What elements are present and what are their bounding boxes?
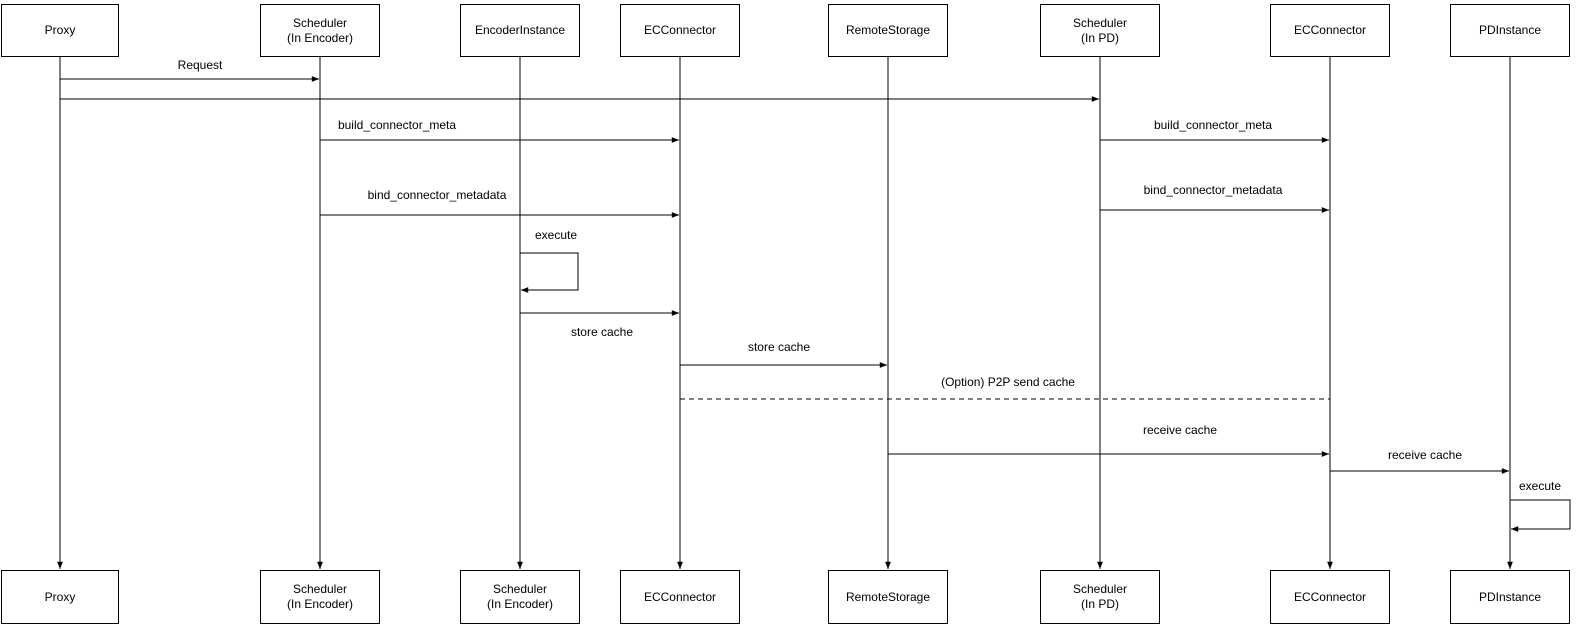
participant-label: ECConnector (1293, 23, 1367, 37)
label-bind-connector-metadata-encoder: bind_connector_metadata (367, 188, 507, 202)
message-arrows (60, 76, 1571, 532)
participant-label: Proxy (44, 23, 76, 37)
label-build-connector-meta-pd: build_connector_meta (1153, 118, 1273, 132)
participant-label: Scheduler (In Encoder) (286, 15, 354, 45)
participant-bottom-proxy: Proxy (1, 570, 119, 624)
participant-top-ec-connector-pd: ECConnector (1270, 4, 1390, 57)
label-build-connector-meta-encoder: build_connector_meta (337, 118, 457, 132)
participant-top-encoder-instance: EncoderInstance (460, 4, 580, 57)
participant-label: ECConnector (643, 23, 717, 37)
participant-bottom-remote-storage: RemoteStorage (828, 570, 948, 624)
participant-label: ECConnector (643, 589, 717, 604)
participant-bottom-ec-connector-pd: ECConnector (1270, 570, 1390, 624)
participant-bottom-scheduler-encoder: Scheduler (In Encoder) (260, 570, 380, 624)
arrow-execute-encoder-selfloop (520, 252, 579, 293)
participant-top-scheduler-pd: Scheduler (In PD) (1040, 4, 1160, 57)
participant-label: Proxy (44, 589, 76, 604)
participant-top-pd-instance: PDInstance (1450, 4, 1570, 57)
participant-label: RemoteStorage (845, 589, 931, 604)
participant-bottom-ec-connector-encoder: ECConnector (620, 570, 740, 624)
label-store-cache-to-connector: store cache (570, 325, 634, 339)
label-receive-cache-to-pd: receive cache (1387, 448, 1463, 462)
participant-top-scheduler-encoder: Scheduler (In Encoder) (260, 4, 380, 57)
participant-top-proxy: Proxy (1, 4, 119, 57)
label-p2p-send-cache: (Option) P2P send cache (941, 375, 1075, 389)
participant-label: Scheduler (In Encoder) (286, 582, 354, 611)
participant-top-remote-storage: RemoteStorage (828, 4, 948, 57)
label-store-cache-to-remote: store cache (747, 340, 811, 354)
participant-top-ec-connector-encoder: ECConnector (620, 4, 740, 57)
participant-label: Scheduler (In PD) (1072, 582, 1128, 611)
participant-bottom-scheduler-pd: Scheduler (In PD) (1040, 570, 1160, 624)
lifelines (57, 57, 1513, 569)
participant-label: RemoteStorage (845, 23, 931, 37)
label-execute-pd: execute (1518, 479, 1562, 493)
participant-bottom-scheduler-encoder-2: Scheduler (In Encoder) (460, 570, 580, 624)
participant-label: EncoderInstance (474, 23, 566, 37)
label-execute-encoder: execute (534, 228, 578, 242)
participant-bottom-pd-instance: PDInstance (1450, 570, 1570, 624)
arrow-execute-pd-selfloop (1510, 499, 1571, 532)
label-bind-connector-metadata-pd: bind_connector_metadata (1143, 183, 1283, 197)
label-request: Request (177, 58, 223, 72)
label-receive-cache-from-remote: receive cache (1142, 423, 1218, 437)
participant-label: ECConnector (1293, 589, 1367, 604)
participant-label: Scheduler (In Encoder) (486, 582, 554, 611)
participant-label: Scheduler (In PD) (1072, 15, 1128, 45)
participant-label: PDInstance (1478, 589, 1542, 604)
participant-label: PDInstance (1478, 23, 1542, 37)
